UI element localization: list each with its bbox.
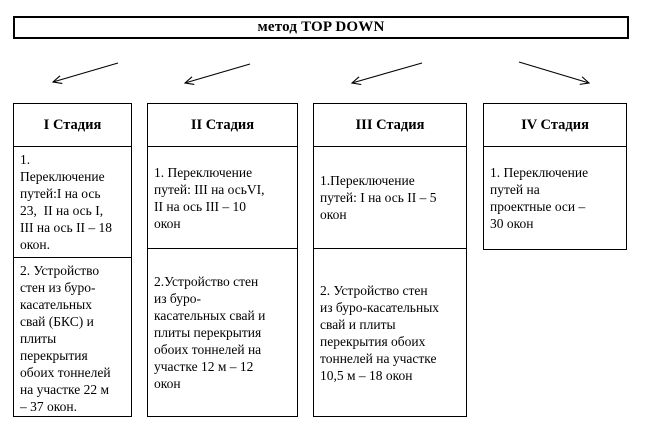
- arrow-icon: [518, 61, 591, 85]
- stage-1-step-1: 1. Переключение путей:I на ось 23, II на…: [14, 146, 131, 257]
- stage-2-step-1: 1. Переключение путей: III на осьVI, II …: [148, 146, 297, 248]
- stage-2-header: II Стадия: [190, 116, 255, 133]
- stage-3-step-1: 1.Переключение путей: I на ось II – 5 ок…: [314, 146, 466, 248]
- stage-1-step-2: 2. Устройство стен из буро- касательных …: [14, 257, 131, 419]
- method-title-box: метод TOP DOWN: [13, 16, 629, 39]
- stage-4-header: IV Стадия: [521, 116, 589, 133]
- arrow-icon: [183, 63, 251, 85]
- stage-column-1: I Стадия 1. Переключение путей:I на ось …: [13, 103, 132, 417]
- stage-3-header: III Стадия: [355, 116, 425, 133]
- arrow-icon: [51, 62, 119, 84]
- stage-column-2: II Стадия 1. Переключение путей: III на …: [147, 103, 298, 417]
- stage-column-3: III Стадия 1.Переключение путей: I на ос…: [313, 103, 467, 417]
- arrow-icon: [350, 62, 423, 86]
- stage-3-step-2: 2. Устройство стен из буро-касательных с…: [314, 248, 466, 416]
- stage-4-step-1: 1. Переключение путей на проектные оси –…: [484, 146, 626, 249]
- stage-1-header: I Стадия: [43, 116, 102, 133]
- stage-2-step-2: 2.Устройство стен из буро- касательных с…: [148, 248, 297, 416]
- stage-column-4: IV Стадия 1. Переключение путей на проек…: [483, 103, 627, 250]
- method-title: метод TOP DOWN: [257, 19, 385, 35]
